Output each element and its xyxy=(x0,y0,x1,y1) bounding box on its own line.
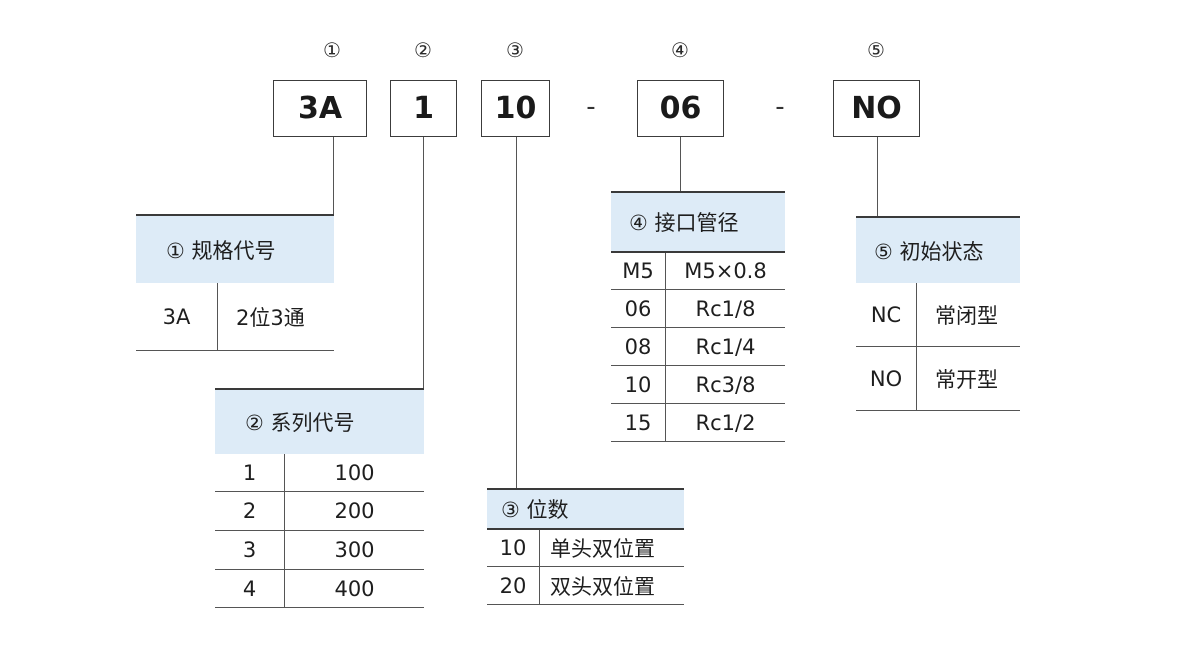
marker-4: ④ xyxy=(671,38,689,62)
code-box-series: 1 xyxy=(390,80,457,137)
series-table-title: ② 系列代号 xyxy=(215,388,424,454)
series-value-cell: 400 xyxy=(334,576,375,601)
position-desc-cell: 双头双位置 xyxy=(550,574,655,599)
table-row: 4 400 xyxy=(215,570,424,608)
series-value-cell: 100 xyxy=(334,460,375,485)
leader-line-1 xyxy=(333,137,334,215)
code-separator-2: - xyxy=(775,92,785,122)
table-row: M5 M5×0.8 xyxy=(611,251,785,290)
state-code-cell: NC xyxy=(856,283,917,346)
leader-line-2 xyxy=(423,137,424,389)
state-desc-cell: 常开型 xyxy=(935,367,998,392)
series-value-cell: 200 xyxy=(334,499,375,523)
series-table: ② 系列代号 1 100 2 200 3 300 4 400 xyxy=(215,388,424,608)
position-table-title: ③ 位数 xyxy=(487,488,684,528)
code-box-port: 06 xyxy=(637,80,724,137)
port-table: ④ 接口管径 M5 M5×0.8 06 Rc1/8 08 Rc1/4 10 Rc… xyxy=(611,191,785,442)
table-row: 3A 2位3通 xyxy=(136,283,334,351)
marker-1: ① xyxy=(323,38,341,62)
code-separator-1: - xyxy=(586,92,596,122)
spec-desc-cell: 2位3通 xyxy=(236,305,305,330)
table-row: 10 单头双位置 xyxy=(487,528,684,567)
port-size-cell: M5×0.8 xyxy=(684,259,767,283)
code-box-state: NO xyxy=(833,80,920,137)
position-table: ③ 位数 10 单头双位置 20 双头双位置 xyxy=(487,488,684,605)
port-code-cell: 08 xyxy=(611,328,666,365)
port-table-title: ④ 接口管径 xyxy=(611,191,785,251)
port-size-cell: Rc1/2 xyxy=(695,410,756,435)
series-code-cell: 3 xyxy=(215,531,285,569)
table-row: 3 300 xyxy=(215,531,424,570)
port-size-cell: Rc1/8 xyxy=(695,296,756,321)
series-code-cell: 1 xyxy=(215,454,285,491)
code-box-spec: 3A xyxy=(273,80,367,137)
state-code-cell: NO xyxy=(856,347,917,410)
marker-3: ③ xyxy=(506,38,524,62)
spec-table-title: ① 规格代号 xyxy=(136,214,334,283)
series-code-cell: 4 xyxy=(215,570,285,607)
port-code-cell: 15 xyxy=(611,404,666,441)
table-row: 06 Rc1/8 xyxy=(611,290,785,328)
table-row: 08 Rc1/4 xyxy=(611,328,785,366)
port-size-cell: Rc3/8 xyxy=(695,372,756,397)
leader-line-5 xyxy=(877,137,878,217)
port-code-cell: 06 xyxy=(611,290,666,327)
marker-2: ② xyxy=(414,38,432,62)
state-table-title: ⑤ 初始状态 xyxy=(856,216,1020,283)
position-code-cell: 20 xyxy=(487,567,540,604)
series-code-cell: 2 xyxy=(215,492,285,530)
leader-line-4 xyxy=(680,137,681,192)
table-row: 2 200 xyxy=(215,492,424,531)
marker-5: ⑤ xyxy=(867,38,885,62)
table-row: 1 100 xyxy=(215,454,424,492)
state-desc-cell: 常闭型 xyxy=(935,303,998,328)
port-size-cell: Rc1/4 xyxy=(695,334,756,359)
table-row: NO 常开型 xyxy=(856,347,1020,411)
state-table: ⑤ 初始状态 NC 常闭型 NO 常开型 xyxy=(856,216,1020,411)
leader-line-3 xyxy=(516,137,517,489)
port-code-cell: M5 xyxy=(611,253,666,289)
series-value-cell: 300 xyxy=(334,538,375,562)
position-code-cell: 10 xyxy=(487,530,540,566)
table-row: 20 双头双位置 xyxy=(487,567,684,605)
table-row: 15 Rc1/2 xyxy=(611,404,785,442)
code-box-position: 10 xyxy=(481,80,550,137)
spec-table: ① 规格代号 3A 2位3通 xyxy=(136,214,334,351)
table-row: NC 常闭型 xyxy=(856,283,1020,347)
port-code-cell: 10 xyxy=(611,366,666,403)
spec-code-cell: 3A xyxy=(136,283,218,350)
table-row: 10 Rc3/8 xyxy=(611,366,785,404)
position-desc-cell: 单头双位置 xyxy=(550,537,655,561)
